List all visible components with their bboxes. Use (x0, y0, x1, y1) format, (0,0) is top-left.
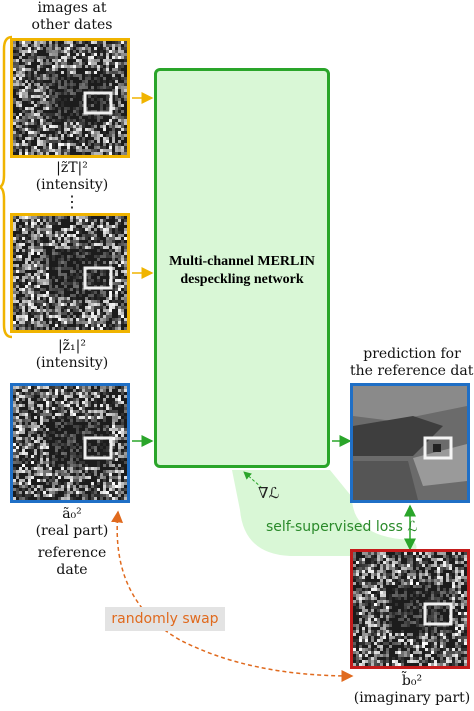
image-zT (10, 38, 130, 158)
vertical-dots: ⋮ (64, 192, 80, 211)
randomly-swap-label: randomly swap (105, 607, 225, 631)
swap-curve (111, 510, 354, 682)
reference-date-line2: date (56, 562, 88, 578)
network-title: Multi-channel MERLIN despeckling network (157, 253, 327, 289)
zT-subtitle: (intensity) (35, 177, 109, 193)
image-prediction (350, 383, 470, 503)
image-b0 (350, 549, 470, 669)
self-supervised-loss-label: self-supervised loss ℒ (266, 519, 418, 535)
b0-subtitle: (imaginary part) (353, 690, 471, 706)
speckle-image-z1 (13, 216, 127, 330)
network-title-line2: despeckling network (180, 272, 304, 287)
z1-label: |z̃₁|² (intensity) (22, 338, 122, 372)
smooth-prediction-image (353, 386, 467, 500)
b0-formula: b̃₀² (401, 673, 423, 689)
b0-label: b̃₀² (imaginary part) (350, 673, 474, 707)
reference-date-line1: reference (37, 545, 107, 561)
images-other-dates-line1: images at (37, 0, 107, 16)
images-other-dates-label: images at other dates (22, 0, 122, 34)
a0-label: ã₀² (real part) reference date (22, 506, 122, 579)
network-title-line1: Multi-channel MERLIN (169, 254, 315, 269)
speckle-image-a0 (13, 386, 127, 500)
zT-label: |z̃T|² (intensity) ⋮ (22, 160, 122, 210)
gradient-loss-label: ∇ℒ (258, 484, 280, 502)
speckle-image-b0 (353, 552, 467, 666)
zT-formula: |z̃T|² (56, 160, 88, 176)
gradient-arrow (243, 471, 263, 489)
prediction-line2: the reference date (350, 363, 474, 379)
image-z1 (10, 213, 130, 333)
z1-formula: |z̃₁|² (57, 338, 87, 354)
speckle-image-zT (13, 41, 127, 155)
prediction-label: prediction for the reference date (350, 346, 474, 380)
images-other-dates-line2: other dates (31, 17, 113, 33)
a0-subtitle: (real part) (35, 523, 109, 539)
image-a0 (10, 383, 130, 503)
prediction-line1: prediction for (363, 346, 461, 362)
z1-subtitle: (intensity) (35, 355, 109, 371)
left-brace (0, 35, 13, 339)
a0-formula: ã₀² (62, 506, 82, 522)
merlin-network-box: Multi-channel MERLIN despeckling network (154, 68, 330, 468)
